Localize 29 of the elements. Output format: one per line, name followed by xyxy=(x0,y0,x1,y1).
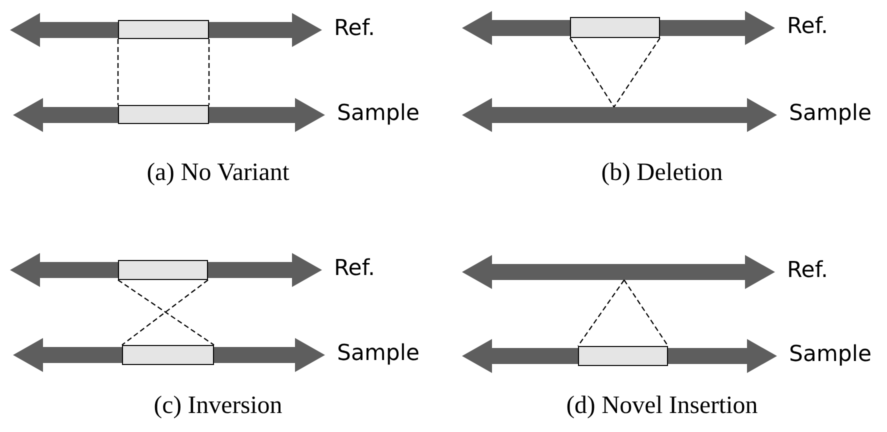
double-arrow xyxy=(462,339,777,373)
segment-box xyxy=(118,105,209,124)
segment-box xyxy=(118,20,209,39)
segment-box xyxy=(122,345,214,365)
double-arrow xyxy=(462,255,775,289)
panel-caption: (a) No Variant xyxy=(146,160,290,185)
strand-label: Ref. xyxy=(334,18,375,40)
dashed-connector xyxy=(208,39,210,105)
double-arrow xyxy=(462,98,777,132)
strand-label: Ref. xyxy=(787,16,828,38)
segment-box xyxy=(570,17,660,38)
strand-label: Sample xyxy=(789,103,872,125)
double-arrow xyxy=(13,338,325,372)
segment-box xyxy=(578,346,668,366)
dashed-connector xyxy=(624,280,668,346)
segment-box xyxy=(118,260,208,280)
double-arrow xyxy=(13,98,325,132)
dashed-connector xyxy=(117,39,119,105)
panel-caption: (d) Novel Insertion xyxy=(566,393,758,418)
double-arrow xyxy=(462,11,775,45)
panel-caption: (b) Deletion xyxy=(601,160,723,185)
double-arrow xyxy=(10,13,322,47)
strand-label: Sample xyxy=(789,344,872,366)
strand-label: Sample xyxy=(337,103,420,125)
double-arrow xyxy=(10,253,322,287)
strand-label: Sample xyxy=(337,343,420,365)
strand-label: Ref. xyxy=(787,260,828,282)
panel-caption: (c) Inversion xyxy=(154,393,282,418)
strand-label: Ref. xyxy=(334,258,375,280)
